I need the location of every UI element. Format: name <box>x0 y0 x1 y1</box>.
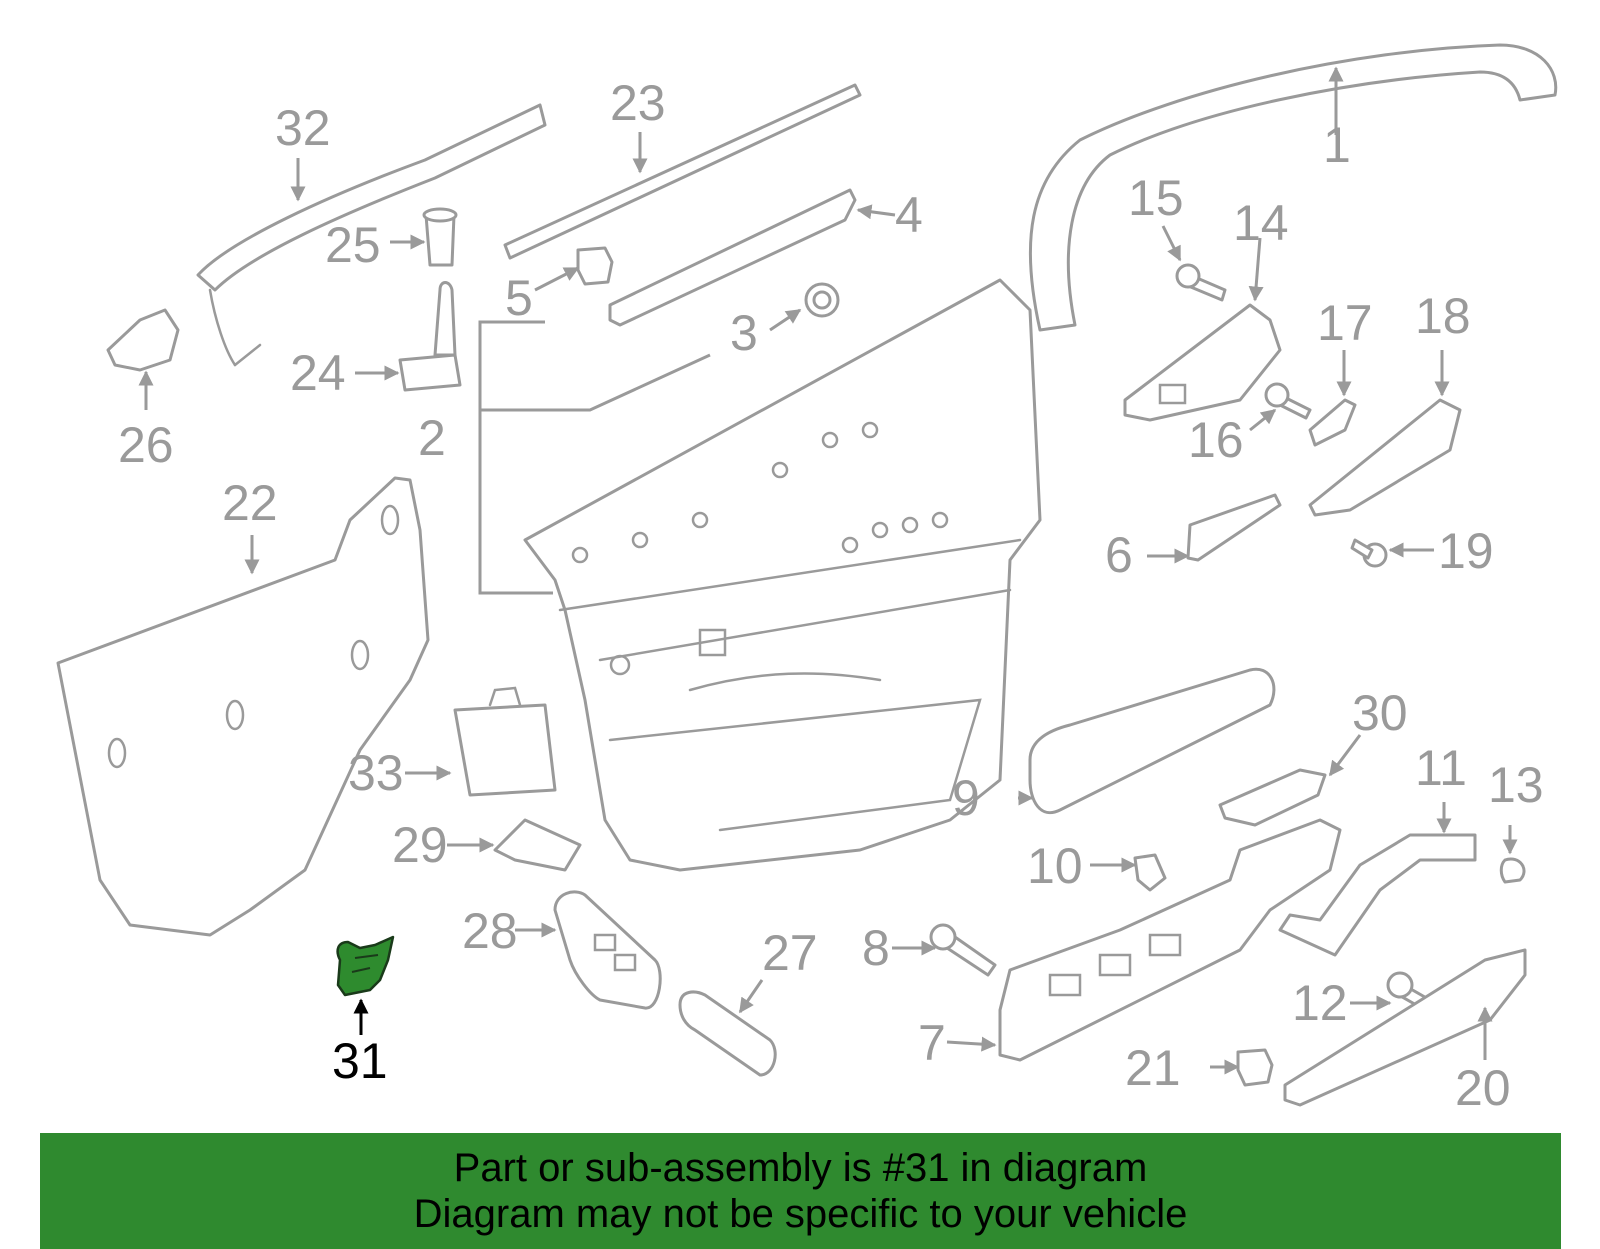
callout-18: 18 <box>1415 288 1471 344</box>
banner-line-2: Diagram may not be specific to your vehi… <box>413 1192 1188 1236</box>
callout-25: 25 <box>325 217 381 273</box>
part-7-armrest-base <box>998 818 1342 1062</box>
callout-14: 14 <box>1233 195 1289 251</box>
callout-11: 11 <box>1415 740 1467 796</box>
part-8-screw <box>929 923 997 977</box>
part-16-bolt <box>1264 382 1312 420</box>
part-26-switch <box>106 308 180 372</box>
part-21-clip <box>1236 1048 1274 1087</box>
callout-33: 33 <box>348 745 404 801</box>
callout-1: 1 <box>1323 117 1351 173</box>
leader-lines <box>138 66 1518 1075</box>
part-2-door-panel <box>523 278 1042 872</box>
part-5-clip <box>576 246 614 286</box>
callout-20: 20 <box>1455 1060 1511 1116</box>
part-19-screw <box>1350 538 1388 568</box>
part-9-armrest-pad <box>1028 667 1276 815</box>
callout-15: 15 <box>1128 170 1184 226</box>
part-6-trim-piece <box>1186 493 1282 562</box>
part-14-handle-bracket <box>1123 303 1282 422</box>
part-27-switch-bezel <box>678 990 777 1077</box>
part-29-bracket <box>493 818 582 872</box>
callout-28: 28 <box>462 903 518 959</box>
part-13-cap <box>1499 857 1526 884</box>
part-25-grommet <box>422 207 458 267</box>
part-23-belt-molding <box>503 83 862 260</box>
callout-30: 30 <box>1352 685 1408 741</box>
callout-9: 9 <box>952 770 980 826</box>
part-22-water-shield <box>56 476 430 937</box>
callout-31: 31 <box>332 1033 388 1089</box>
callout-8: 8 <box>862 920 890 976</box>
callout-29: 29 <box>392 817 448 873</box>
callout-22: 22 <box>222 475 278 531</box>
callout-10: 10 <box>1027 838 1083 894</box>
callout-3: 3 <box>730 305 758 361</box>
banner-line-1: Part or sub-assembly is #31 in diagram <box>453 1146 1148 1190</box>
part-30-bezel <box>1218 768 1327 827</box>
callout-23: 23 <box>610 75 666 131</box>
part-18-handle-bezel <box>1308 398 1462 517</box>
callout-17: 17 <box>1317 295 1373 351</box>
part-28-window-switch <box>553 890 662 1010</box>
callout-24: 24 <box>290 345 346 401</box>
part-2-bracket-lines <box>478 320 711 595</box>
callout-16: 16 <box>1188 412 1244 468</box>
callout-32: 32 <box>275 100 331 156</box>
callout-labels: 1 2 3 4 5 6 7 8 9 10 11 12 13 14 15 16 1… <box>118 75 1544 1116</box>
part-4-trim-strip <box>608 188 857 327</box>
callout-13: 13 <box>1488 757 1544 813</box>
part-15-bolt <box>1175 263 1227 302</box>
part-1-window-trim <box>1028 43 1558 332</box>
callout-21: 21 <box>1125 1040 1181 1096</box>
callout-2: 2 <box>418 410 446 466</box>
part-10-clip <box>1133 853 1167 892</box>
part-3-clip <box>804 282 840 318</box>
callout-26: 26 <box>118 417 174 473</box>
callout-27: 27 <box>762 925 818 981</box>
callout-7: 7 <box>918 1015 946 1071</box>
part-11-pull-handle <box>1278 833 1477 957</box>
part-33-control-module <box>453 686 557 797</box>
part-32-upper-trim <box>196 103 547 367</box>
part-31-highlighted <box>336 935 395 997</box>
info-banner: Part or sub-assembly is #31 in diagram D… <box>40 1133 1561 1249</box>
callout-12: 12 <box>1292 975 1348 1031</box>
callout-5: 5 <box>505 270 533 326</box>
part-20-lower-trim <box>1283 948 1527 1107</box>
part-17-cover <box>1308 398 1357 447</box>
callout-6: 6 <box>1105 527 1133 583</box>
part-24-pin <box>398 281 462 392</box>
callout-4: 4 <box>895 187 923 243</box>
callout-19: 19 <box>1438 523 1494 579</box>
